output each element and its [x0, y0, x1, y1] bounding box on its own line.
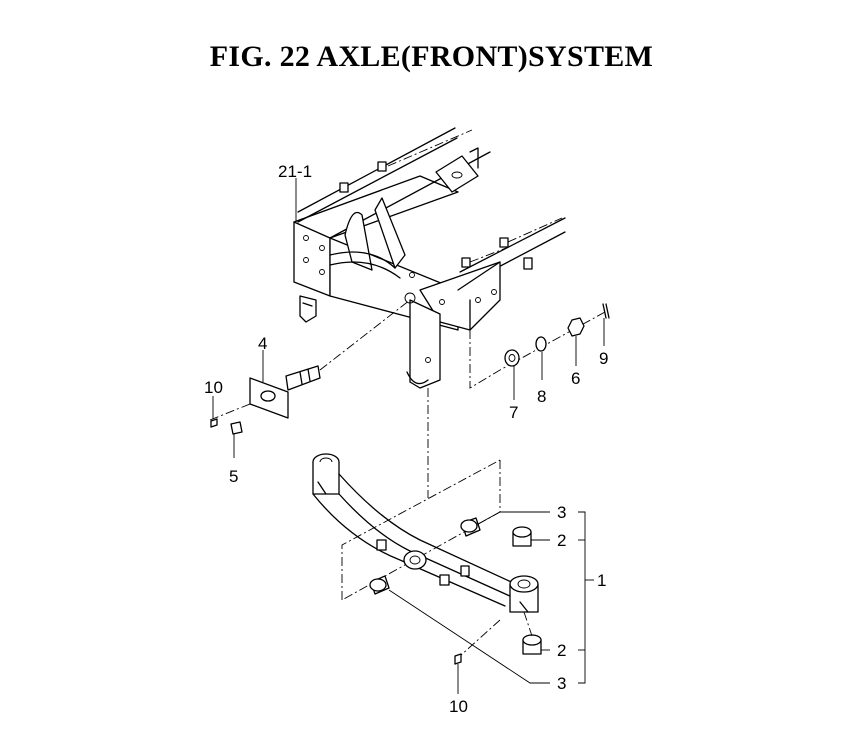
hardware-stack — [469, 303, 610, 389]
callout-pivot-pin: 4 — [258, 334, 267, 353]
callout-washer-lock: 8 — [537, 387, 546, 406]
figure-title: FIG. 22 AXLE(FRONT)SYSTEM — [209, 40, 654, 73]
pivot-pin-assembly — [209, 299, 411, 435]
callout-cotter-pin: 9 — [599, 349, 608, 368]
frame-assembly — [293, 127, 566, 389]
callout-bearing-lower: 2 — [557, 641, 566, 660]
callout-nut: 6 — [571, 369, 580, 388]
callout-pin-bottom: 10 — [449, 697, 468, 716]
callout-bushing-upper: 3 — [557, 503, 566, 522]
leader-lines — [212, 178, 605, 694]
callout-axle-assembly: 1 — [597, 571, 606, 590]
pin-left-part — [210, 418, 218, 428]
callout-bushing-lower: 3 — [557, 674, 566, 693]
pin-bottom-part — [454, 653, 462, 665]
callout-bolt: 5 — [229, 467, 238, 486]
callout-washer-flat: 7 — [509, 403, 518, 422]
front-axle-beam — [312, 453, 542, 657]
callout-pin-left: 10 — [204, 378, 223, 397]
callout-frame: 21-1 — [278, 162, 312, 181]
callout-bearing-upper: 2 — [557, 531, 566, 550]
